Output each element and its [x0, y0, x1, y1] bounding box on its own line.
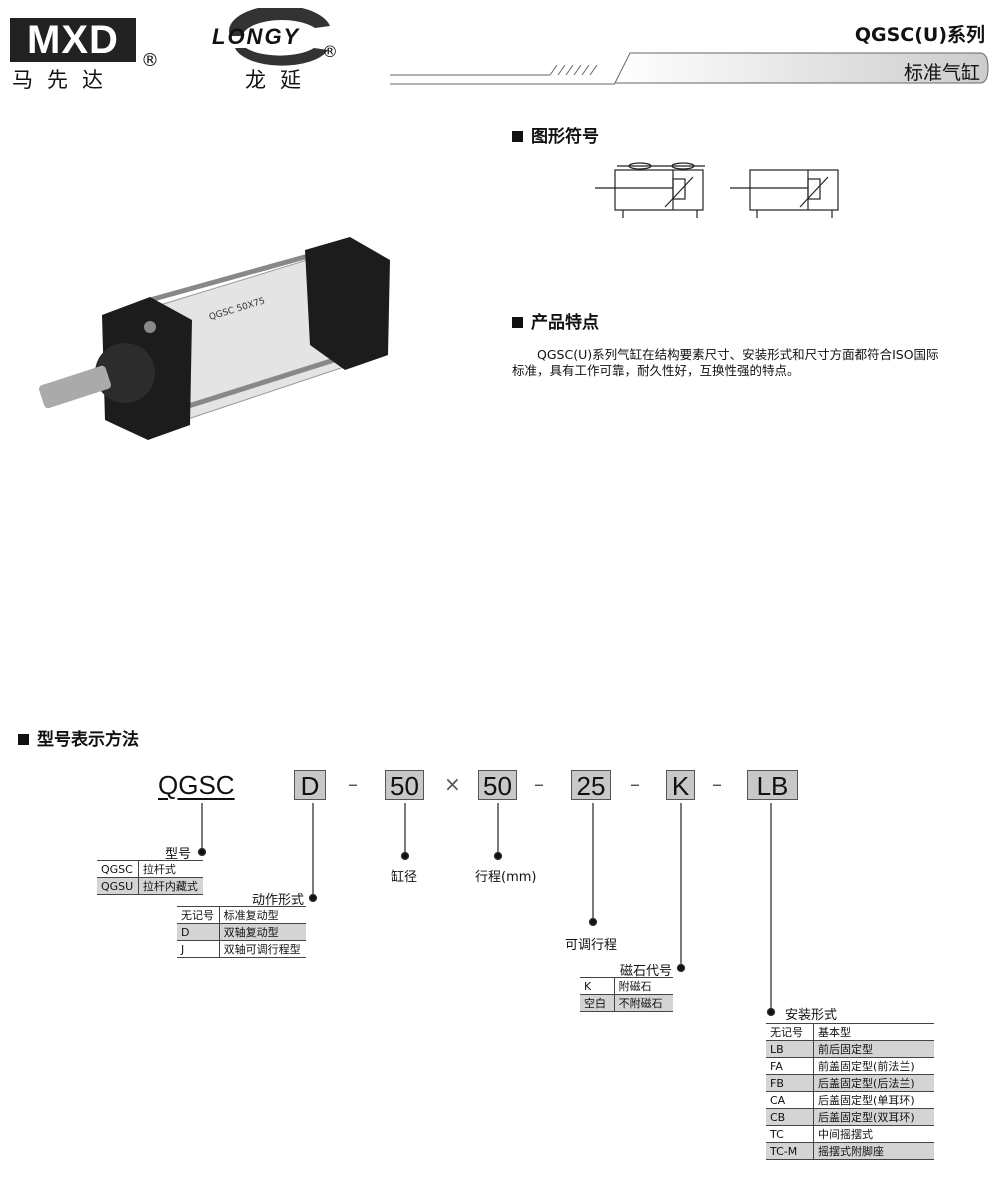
row-description: 不附磁石	[614, 994, 673, 1012]
features-description: QGSC(U)系列气缸在结构要素尺寸、安装形式和尺寸方面都符合ISO国际标准，具…	[512, 347, 939, 378]
symbol-heading: 图形符号	[512, 122, 599, 147]
row-description: 后盖固定型(双耳环)	[813, 1108, 934, 1126]
mxd-logo: MXD	[10, 18, 136, 62]
category-title: 标准气缸	[903, 62, 980, 84]
row-description: 摇摆式附脚座	[813, 1142, 934, 1160]
code-mount: LB	[747, 770, 798, 801]
header-rule	[390, 52, 989, 85]
longy-text: LONGY	[212, 24, 301, 49]
dash: –	[534, 772, 544, 796]
row-description: 前盖固定型(前法兰)	[813, 1057, 934, 1075]
model-heading: 型号表示方法	[18, 725, 139, 750]
mxd-cn-name: 马先达	[12, 68, 117, 92]
row-code: FB	[766, 1074, 815, 1092]
row-code: QGSC	[97, 860, 139, 878]
mount-label: 安装形式	[785, 1008, 838, 1023]
stroke-label: 行程(mm)	[475, 870, 537, 885]
bore-label: 缸径	[391, 870, 418, 885]
code-adjust: 25	[571, 770, 611, 801]
row-description: 拉杆内藏式	[138, 877, 203, 895]
dash: –	[348, 772, 358, 796]
row-code: QGSU	[97, 877, 139, 895]
table-row: 空白不附磁石	[580, 994, 673, 1012]
row-description: 中间摇摆式	[813, 1125, 934, 1143]
row-description: 后盖固定型(单耳环)	[813, 1091, 934, 1109]
code-action: D	[294, 770, 326, 801]
row-code: CA	[766, 1091, 815, 1109]
code-stroke: 50	[478, 770, 517, 801]
cylinder-product-image: QGSC 50X75	[39, 237, 390, 440]
longy-cn-name: 龙延	[245, 68, 315, 92]
dash: –	[630, 772, 640, 796]
row-code: CB	[766, 1108, 815, 1126]
row-description: 基本型	[813, 1023, 934, 1041]
features-heading: 产品特点	[512, 308, 599, 333]
row-description: 双轴可调行程型	[219, 940, 306, 958]
pneumatic-symbol-icon	[595, 162, 839, 218]
row-code: K	[580, 977, 615, 995]
dash: –	[712, 772, 722, 796]
row-description: 双轴复动型	[219, 923, 306, 941]
longy-logo-icon	[229, 8, 330, 66]
row-description: 前后固定型	[813, 1040, 934, 1058]
table-row: 无记号标准复动型	[177, 906, 306, 924]
row-code: 无记号	[766, 1023, 815, 1041]
row-code: 无记号	[177, 906, 220, 924]
code-bore: 50	[385, 770, 424, 801]
row-description: 标准复动型	[219, 906, 306, 924]
row-code: FA	[766, 1057, 815, 1075]
row-code: D	[177, 923, 220, 941]
row-description: 拉杆式	[138, 860, 203, 878]
code-magnet: K	[666, 770, 695, 801]
times-sign: ×	[444, 772, 461, 796]
series-title: QGSC(U)系列	[854, 24, 985, 46]
magnet-label: 磁石代号	[620, 964, 673, 979]
registered-mark: ®	[141, 50, 159, 71]
registered-mark: ®	[322, 42, 338, 61]
row-code: TC	[766, 1125, 815, 1143]
table-row: 无记号基本型	[766, 1023, 934, 1041]
row-code: 空白	[580, 994, 615, 1012]
row-code: J	[177, 940, 220, 958]
row-description: 后盖固定型(后法兰)	[813, 1074, 934, 1092]
row-code: LB	[766, 1040, 815, 1058]
adjust-label: 可调行程	[565, 938, 618, 953]
row-code: TC-M	[766, 1142, 815, 1160]
row-description: 附磁石	[614, 977, 673, 995]
action-label: 动作形式	[252, 893, 305, 908]
code-series: QGSC	[158, 770, 235, 800]
type-label: 型号	[165, 847, 192, 862]
